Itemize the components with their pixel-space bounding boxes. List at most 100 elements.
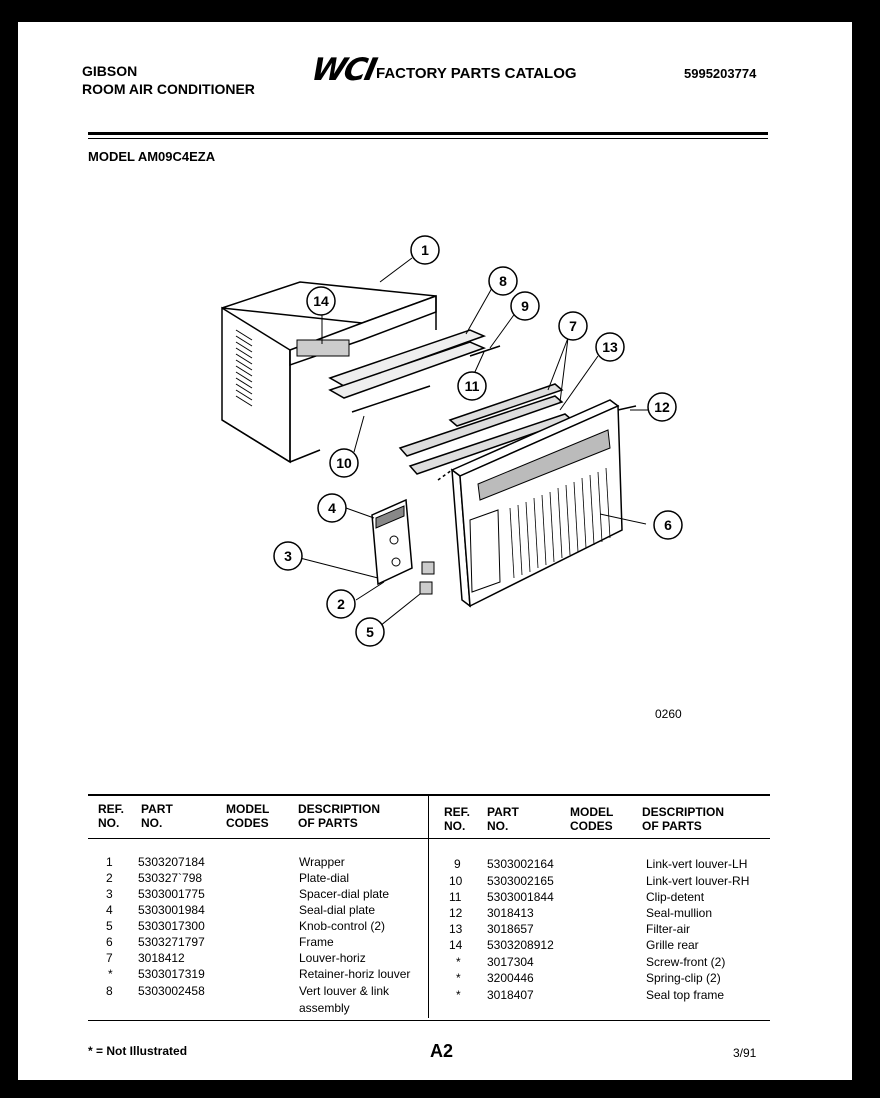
svg-text:6: 6 <box>664 517 672 533</box>
row-desc: Spring-clip (2) <box>646 971 721 985</box>
revision-date: 3/91 <box>733 1046 757 1060</box>
callout-4: 4 <box>317 493 347 523</box>
row-part: 5303001984 <box>138 903 205 917</box>
header-rule-thin <box>88 138 768 139</box>
row-desc: Knob-control (2) <box>299 919 386 933</box>
callout-14: 14 <box>306 286 336 316</box>
horiz-louvers <box>398 383 574 475</box>
row-desc: Seal-dial plate <box>299 903 376 917</box>
brand-name: GIBSON <box>82 63 138 79</box>
svg-text:5: 5 <box>366 624 374 640</box>
catalog-title: FACTORY PARTS CATALOG <box>376 65 577 82</box>
row-part: 5303001775 <box>138 887 205 901</box>
row-desc: Link-vert louver-LH <box>646 857 748 871</box>
table-header-rule <box>88 838 770 839</box>
row-desc: Spacer-dial plate <box>299 887 390 901</box>
callout-11: 11 <box>457 371 487 401</box>
row-desc: Louver-horiz <box>299 951 366 965</box>
svg-text:9: 9 <box>521 298 529 314</box>
header-rule-thick <box>88 132 768 135</box>
callout-3: 3 <box>273 541 303 571</box>
row-part: 5303271797 <box>138 935 205 949</box>
footnote: * = Not Illustrated <box>88 1044 188 1058</box>
svg-text:8: 8 <box>499 273 507 289</box>
row-ref: 7 <box>106 951 113 965</box>
svg-text:11: 11 <box>465 378 480 394</box>
row-ref: 3 <box>106 887 113 901</box>
row-desc: Seal top frame <box>646 988 725 1002</box>
row-ref: 2 <box>106 871 113 885</box>
row-desc: Vert louver & link <box>299 984 390 998</box>
callout-6: 6 <box>653 510 683 540</box>
product-name: ROOM AIR CONDITIONER <box>82 81 255 97</box>
row-ref: 9 <box>454 857 461 871</box>
svg-text:12: 12 <box>654 399 670 415</box>
row-part: 5303002165 <box>487 874 554 888</box>
row-ref: * <box>456 955 461 969</box>
row-part: 5303208912 <box>487 938 554 952</box>
catalog-page <box>18 22 852 1080</box>
callout-10: 10 <box>329 448 359 478</box>
row-ref: 4 <box>106 903 113 917</box>
row-desc: Clip-detent <box>646 890 705 904</box>
page-id: A2 <box>430 1041 454 1061</box>
callout-1: 1 <box>410 235 440 265</box>
row-part: 5303017300 <box>138 919 205 933</box>
document-number: 5995203774 <box>684 66 757 81</box>
svg-text:7: 7 <box>569 318 577 334</box>
figure-code: 0260 <box>655 707 682 721</box>
svg-text:1: 1 <box>421 242 429 258</box>
callout-5: 5 <box>355 617 385 647</box>
row-ref: 5 <box>106 919 113 933</box>
header-ref-left: REF.NO. <box>98 802 125 830</box>
callout-13: 13 <box>595 332 625 362</box>
row-desc: Frame <box>299 935 334 949</box>
row-desc-continued: assembly <box>299 1001 350 1015</box>
table-top-rule <box>88 794 770 796</box>
callout-7: 7 <box>558 311 588 341</box>
row-part: 530327`798 <box>138 871 203 885</box>
vert-louver-assembly <box>328 329 501 413</box>
svg-text:14: 14 <box>313 293 329 309</box>
row-ref: 13 <box>449 922 463 936</box>
callout-12: 12 <box>647 392 677 422</box>
row-ref: * <box>456 988 461 1002</box>
svg-text:10: 10 <box>336 455 352 471</box>
row-ref: * <box>108 967 113 981</box>
row-part: 5303002458 <box>138 984 205 998</box>
row-ref: * <box>456 971 461 985</box>
svg-text:4: 4 <box>328 500 336 516</box>
row-part: 3018657 <box>487 922 534 936</box>
row-part: 5303017319 <box>138 967 205 981</box>
row-part: 3200446 <box>487 971 534 985</box>
row-part: 3018413 <box>487 906 534 920</box>
row-part: 3017304 <box>487 955 534 969</box>
row-part: 5303207184 <box>138 855 205 869</box>
header-left: GIBSON ROOM AIR CONDITIONER <box>82 62 255 98</box>
row-desc: Link-vert louver-RH <box>646 874 750 888</box>
row-ref: 10 <box>449 874 463 888</box>
callout-8: 8 <box>488 266 518 296</box>
row-desc: Screw-front (2) <box>646 955 726 969</box>
row-part: 5303001844 <box>487 890 554 904</box>
table-bottom-rule <box>88 1020 770 1021</box>
row-ref: 11 <box>449 890 462 904</box>
row-ref: 12 <box>449 906 463 920</box>
row-desc: Grille rear <box>646 938 699 952</box>
row-desc: Seal-mullion <box>646 906 713 920</box>
leader-lines <box>299 257 648 627</box>
model-line: MODEL AM09C4EZA <box>88 149 216 164</box>
dial-plate <box>371 498 413 586</box>
front-frame <box>437 399 637 608</box>
svg-text:2: 2 <box>337 596 345 612</box>
row-ref: 1 <box>106 855 113 869</box>
callout-9: 9 <box>510 291 540 321</box>
header-ref-right: REF.NO. <box>444 805 471 833</box>
